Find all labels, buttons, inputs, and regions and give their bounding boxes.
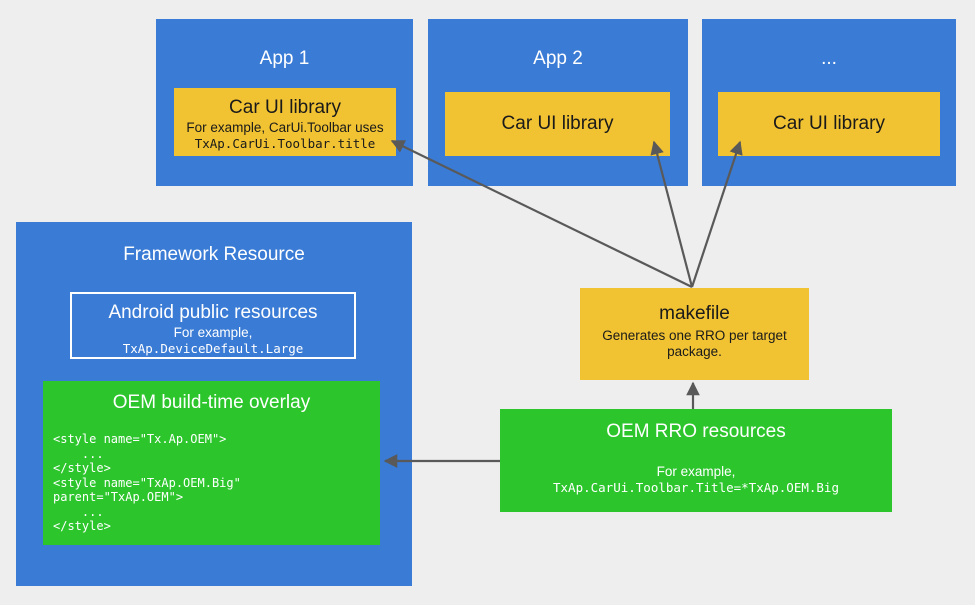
app-2-card-title: Car UI library [501, 113, 614, 134]
android-public-resources-code: TxAp.DeviceDefault.Large [122, 341, 304, 356]
oem-rro-resources-subtitle: For example, [656, 464, 736, 479]
app-1-card-code: TxAp.CarUi.Toolbar.title [194, 136, 376, 151]
oem-rro-resources-code: TxAp.CarUi.Toolbar.Title=*TxAp.OEM.Big [553, 480, 839, 495]
app-1-card-title: Car UI library [229, 97, 341, 118]
oem-build-time-overlay-card: OEM build-time overlay <style name="Tx.A… [43, 381, 380, 545]
android-public-resources-subtitle: For example, [173, 325, 253, 340]
oem-build-time-overlay-code: <style name="Tx.Ap.OEM"> ... </style> <s… [53, 432, 241, 533]
app-3-card-title: Car UI library [773, 113, 885, 134]
app-1-card-subtitle: For example, CarUi.Toolbar uses [186, 120, 384, 135]
app-3-car-ui-library-card: Car UI library [718, 92, 940, 156]
makefile-subtitle: Generates one RRO per target package. [602, 328, 787, 359]
oem-rro-resources-card: OEM RRO resources For example, TxAp.CarU… [500, 409, 892, 512]
makefile-card: makefile Generates one RRO per target pa… [580, 288, 809, 380]
app-2-car-ui-library-card: Car UI library [445, 92, 670, 156]
oem-rro-resources-title: OEM RRO resources [606, 421, 786, 442]
app-1-car-ui-library-card: Car UI library For example, CarUi.Toolba… [174, 88, 396, 156]
framework-resource-title: Framework Resource [123, 244, 305, 265]
app-1-title: App 1 [259, 48, 310, 69]
makefile-title: makefile [659, 303, 730, 324]
android-public-resources-card: Android public resources For example, Tx… [70, 292, 356, 359]
oem-build-time-overlay-title: OEM build-time overlay [112, 392, 311, 413]
app-2-title: App 2 [533, 48, 583, 69]
android-public-resources-title: Android public resources [108, 302, 318, 323]
app-3-title: ... [821, 48, 837, 69]
